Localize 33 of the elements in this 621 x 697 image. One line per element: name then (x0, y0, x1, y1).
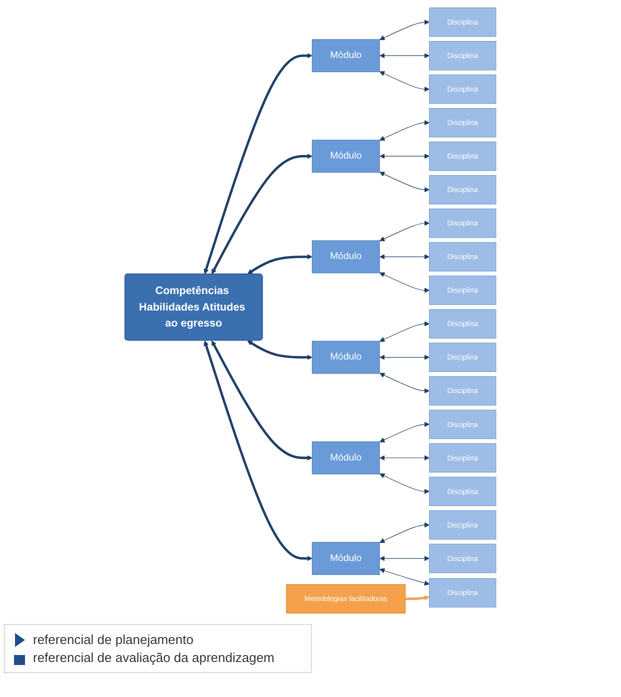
arrow (380, 320, 430, 342)
arrow (380, 555, 430, 561)
arrow (380, 19, 430, 40)
arrow (380, 454, 430, 460)
arrow (380, 472, 430, 494)
arrow (380, 372, 430, 393)
arrow (204, 52, 313, 274)
arrow (380, 522, 430, 542)
arrow (212, 153, 313, 274)
arrow (380, 120, 430, 140)
arrow (380, 254, 430, 259)
arrow (380, 421, 430, 442)
arrow (405, 594, 430, 600)
node-box: Módulo (312, 541, 380, 574)
legend-text: referencial de avaliação da aprendizagem (33, 650, 274, 665)
node-box: Módulo (312, 440, 380, 474)
arrow (247, 340, 313, 360)
arrow (380, 70, 430, 92)
node-box: Módulo (312, 340, 380, 374)
legend-text: referencial de planejamento (33, 632, 194, 647)
arrow (247, 254, 313, 274)
arrow (204, 340, 313, 561)
arrow (380, 153, 430, 158)
node-box: Módulo (312, 139, 380, 172)
arrow (380, 171, 430, 192)
node-box: Módulo (312, 38, 380, 72)
arrow (380, 568, 430, 586)
arrow (212, 340, 313, 460)
arrow (380, 52, 430, 58)
arrow (380, 272, 430, 292)
arrow (380, 220, 430, 241)
node-box: Módulo (312, 240, 380, 273)
arrow (380, 354, 430, 360)
